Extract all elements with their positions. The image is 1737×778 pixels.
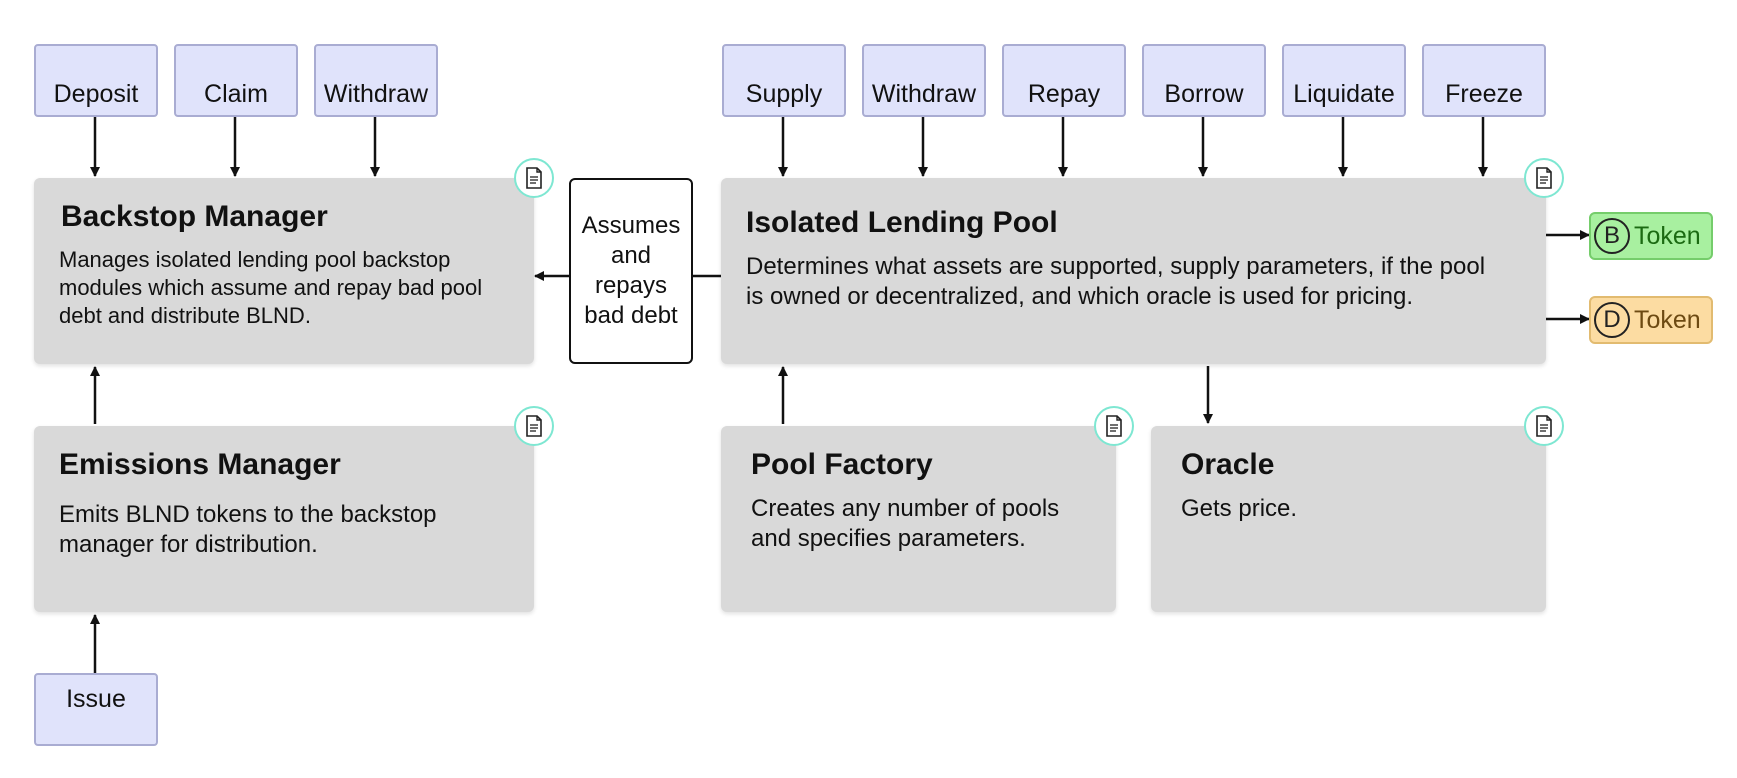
action-issue-button[interactable]: Issue: [34, 673, 158, 746]
backstop-manager-title: Backstop Manager: [61, 200, 328, 233]
oracle-contract-document-icon[interactable]: [1524, 406, 1564, 446]
pool-factory-contract-document-icon[interactable]: [1094, 406, 1134, 446]
b-token-label: Token: [1634, 221, 1701, 250]
oracle-title: Oracle: [1181, 448, 1275, 481]
pool-factory-title: Pool Factory: [751, 448, 933, 481]
backstop-manager-description: Manages isolated lending pool backstop m…: [59, 247, 483, 328]
action-deposit-button[interactable]: Deposit: [34, 44, 158, 117]
lending-pool-title: Isolated Lending Pool: [746, 206, 1058, 239]
action-borrow-button[interactable]: Borrow: [1142, 44, 1266, 117]
emissions-manager-description: Emits BLND tokens to the backstop manage…: [59, 501, 437, 558]
b-token-letter: B: [1594, 218, 1630, 254]
assumes-bad-debt-note: Assumes and repays bad debt: [569, 178, 693, 364]
action-repay-button[interactable]: Repay: [1002, 44, 1126, 117]
backstop-contract-document-icon[interactable]: [514, 158, 554, 198]
action-withdraw-pool-button[interactable]: Withdraw: [862, 44, 986, 117]
b-token-badge: B Token: [1589, 212, 1713, 260]
emissions-manager-panel[interactable]: Emissions Manager Emits BLND tokens to t…: [34, 426, 534, 612]
oracle-description: Gets price.: [1181, 495, 1298, 522]
d-token-badge: D Token: [1589, 296, 1713, 344]
emissions-contract-document-icon[interactable]: [514, 406, 554, 446]
emissions-manager-title: Emissions Manager: [59, 448, 341, 481]
action-withdraw-backstop-button[interactable]: Withdraw: [314, 44, 438, 117]
oracle-panel[interactable]: Oracle Gets price.: [1151, 426, 1546, 612]
action-claim-button[interactable]: Claim: [174, 44, 298, 117]
pool-factory-description: Creates any number of pools and specifie…: [751, 495, 1060, 552]
lending-pool-description: Determines what assets are supported, su…: [746, 253, 1486, 310]
action-supply-button[interactable]: Supply: [722, 44, 846, 117]
isolated-lending-pool-panel[interactable]: Isolated Lending Pool Determines what as…: [721, 178, 1546, 364]
pool-factory-panel[interactable]: Pool Factory Creates any number of pools…: [721, 426, 1116, 612]
action-freeze-button[interactable]: Freeze: [1422, 44, 1546, 117]
d-token-label: Token: [1634, 305, 1701, 334]
action-liquidate-button[interactable]: Liquidate: [1282, 44, 1406, 117]
lending-pool-contract-document-icon[interactable]: [1524, 158, 1564, 198]
backstop-manager-panel[interactable]: Backstop Manager Manages isolated lendin…: [34, 178, 534, 364]
d-token-letter: D: [1594, 302, 1630, 338]
